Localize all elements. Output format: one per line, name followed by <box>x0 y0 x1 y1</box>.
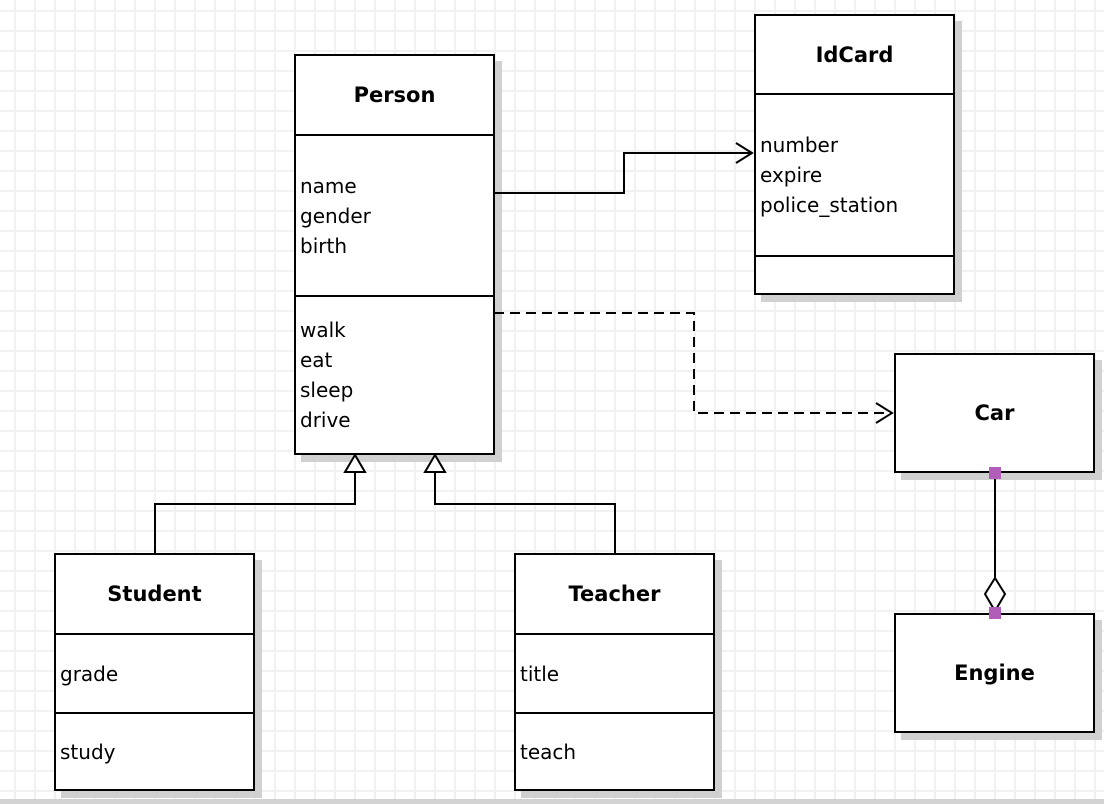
method: sleep <box>300 378 354 402</box>
class-person-methods: walk eat sleep drive <box>296 297 493 453</box>
attribute: expire <box>760 163 823 187</box>
hollow-triangle-icon <box>343 453 367 473</box>
edge-teacher-person-generalization[interactable] <box>423 453 616 553</box>
class-teacher-attributes: title <box>516 635 713 714</box>
open-arrow-icon <box>875 402 894 424</box>
class-student[interactable]: Student grade study <box>54 553 255 791</box>
class-person[interactable]: Person name gender birth walk eat sleep … <box>294 54 495 455</box>
edge-person-car-dependency[interactable] <box>494 312 894 424</box>
class-car[interactable]: Car <box>894 353 1095 473</box>
attribute: title <box>520 661 560 686</box>
class-person-attributes: name gender birth <box>296 136 493 297</box>
canvas-bottom-edge <box>0 799 1104 804</box>
attribute: birth <box>300 233 347 258</box>
class-engine-title: Engine <box>954 661 1035 685</box>
class-person-title: Person <box>296 56 493 136</box>
hollow-triangle-icon <box>423 453 447 473</box>
class-idcard-attributes: number expire police_station <box>756 95 953 257</box>
class-idcard-methods <box>756 257 953 293</box>
class-teacher[interactable]: Teacher title teach <box>514 553 715 791</box>
method: study <box>60 739 116 764</box>
class-engine[interactable]: Engine <box>894 613 1095 733</box>
class-student-attributes: grade <box>56 635 253 714</box>
class-idcard-title: IdCard <box>756 16 953 95</box>
class-car-title: Car <box>974 401 1015 425</box>
method: eat <box>300 348 333 372</box>
attribute: gender <box>300 203 371 228</box>
attribute: police_station <box>760 193 899 217</box>
edge-student-person-generalization[interactable] <box>154 453 367 553</box>
attribute: name <box>300 173 357 198</box>
method: teach <box>520 739 577 764</box>
class-idcard[interactable]: IdCard number expire police_station <box>754 14 955 295</box>
class-teacher-title: Teacher <box>516 555 713 635</box>
attribute: grade <box>60 661 119 686</box>
hollow-diamond-icon <box>983 576 1007 613</box>
edge-person-idcard-association[interactable] <box>494 142 754 194</box>
method: walk <box>300 318 346 342</box>
open-arrow-icon <box>735 142 754 164</box>
class-student-methods: study <box>56 714 253 789</box>
class-teacher-methods: teach <box>516 714 713 789</box>
edge-car-engine-aggregation[interactable] <box>983 467 1007 619</box>
method: drive <box>300 408 351 432</box>
attribute: number <box>760 133 839 157</box>
class-student-title: Student <box>56 555 253 635</box>
